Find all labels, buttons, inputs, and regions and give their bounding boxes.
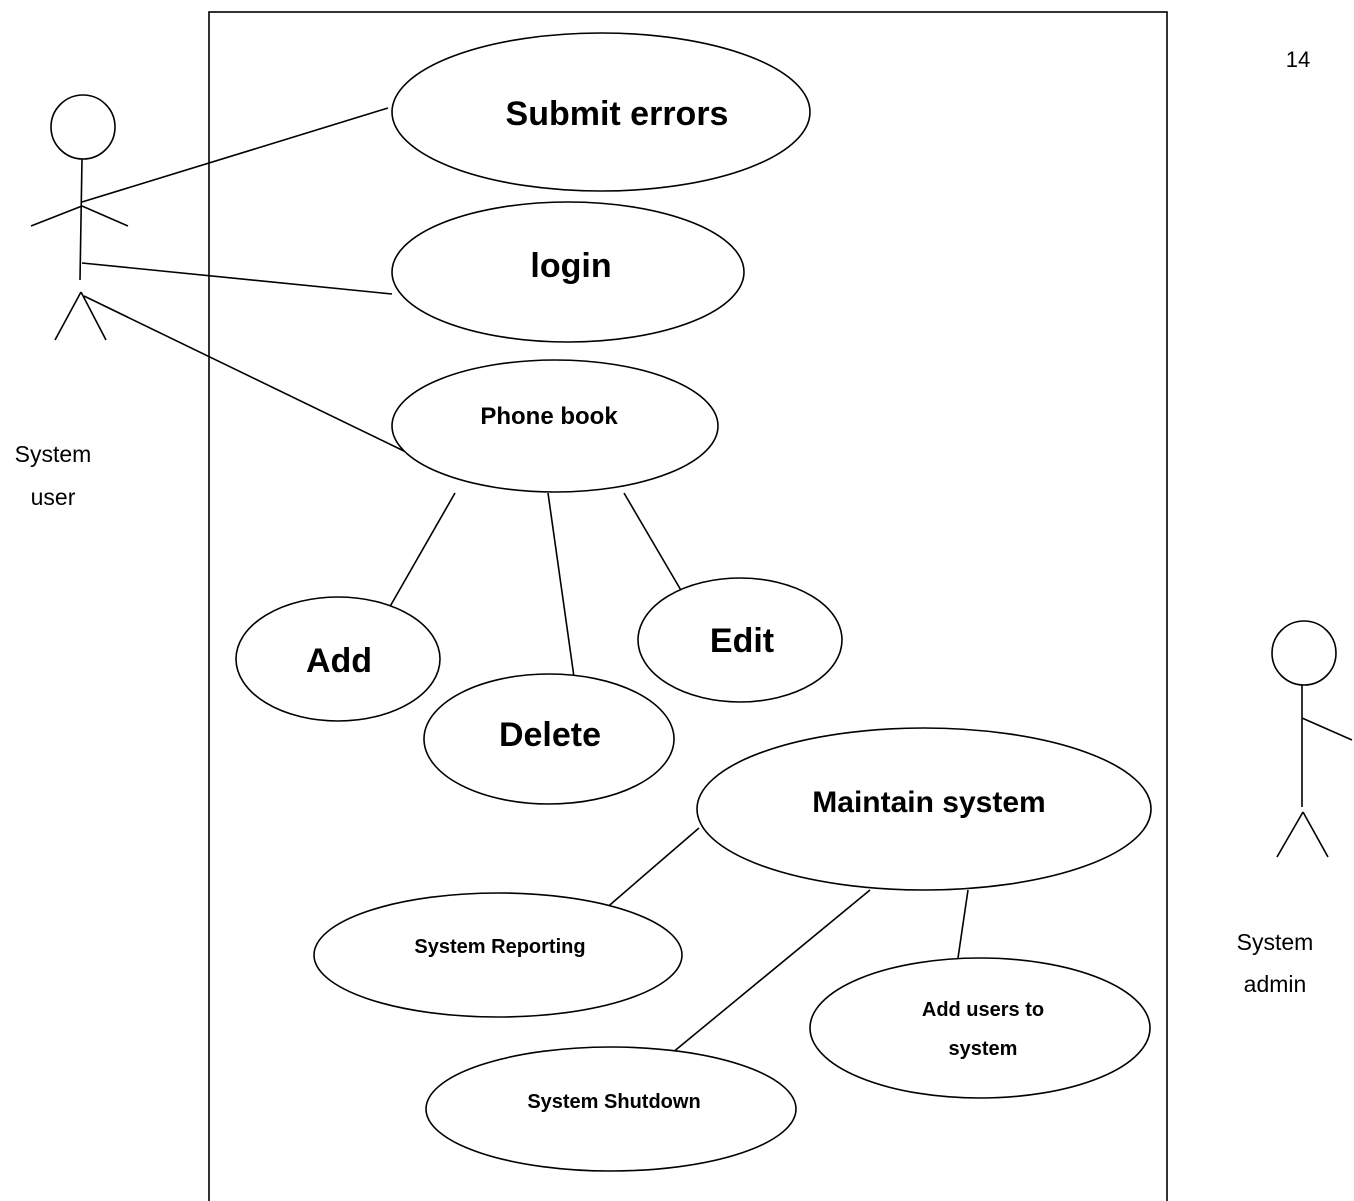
use-case-login-label: login bbox=[530, 247, 611, 285]
system-admin-label-line1: System bbox=[1237, 929, 1314, 955]
use-case-system-reporting-label: System Reporting bbox=[414, 936, 585, 958]
system-admin-label-line2: admin bbox=[1244, 971, 1307, 997]
actor-head bbox=[1271, 620, 1337, 686]
system-boundary bbox=[208, 11, 1168, 1201]
use-case-submit-errors bbox=[391, 32, 811, 192]
association-user-submit-errors bbox=[81, 107, 389, 203]
use-case-delete-label: Delete bbox=[499, 716, 601, 754]
use-case-add-label: Add bbox=[306, 642, 372, 680]
system-admin-actor bbox=[1271, 620, 1353, 858]
use-case-submit-errors-label: Submit errors bbox=[506, 95, 729, 133]
use-case-edit-label: Edit bbox=[710, 622, 774, 660]
link-phone-book-edit bbox=[623, 492, 683, 593]
link-phone-book-add bbox=[387, 492, 456, 611]
link-maintain-add-users bbox=[957, 889, 969, 959]
actor-head bbox=[50, 94, 116, 160]
use-case-add-users bbox=[809, 957, 1151, 1099]
link-maintain-shutdown bbox=[671, 889, 871, 1054]
use-case-login bbox=[391, 201, 745, 343]
actor-leg-right bbox=[1302, 811, 1329, 858]
system-user-actor bbox=[30, 94, 129, 341]
system-user-label-line2: user bbox=[31, 484, 76, 510]
use-case-phone-book bbox=[391, 359, 719, 493]
actor-arm-left bbox=[30, 205, 83, 227]
actor-leg-left bbox=[54, 291, 82, 341]
actor-body bbox=[79, 158, 83, 281]
use-case-phone-book-label: Phone book bbox=[480, 403, 618, 430]
link-phone-book-delete bbox=[547, 492, 575, 678]
association-user-phone-book bbox=[83, 295, 409, 454]
use-case-add-users-label-line2: system bbox=[949, 1038, 1018, 1060]
use-case-maintain-system bbox=[696, 727, 1152, 891]
use-case-maintain-system-label: Maintain system bbox=[812, 786, 1045, 819]
use-case-system-shutdown bbox=[425, 1046, 797, 1172]
link-maintain-reporting bbox=[603, 827, 700, 911]
use-case-edit bbox=[637, 577, 843, 703]
use-case-add bbox=[235, 596, 441, 722]
actor-leg-right bbox=[80, 291, 107, 341]
association-user-login bbox=[81, 262, 393, 295]
system-user-label-line1: System bbox=[15, 441, 92, 467]
actor-arm-right bbox=[81, 205, 129, 227]
use-case-system-reporting bbox=[313, 892, 683, 1018]
actor-leg-left bbox=[1276, 811, 1304, 858]
use-case-delete bbox=[423, 673, 675, 805]
use-case-system-shutdown-label: System Shutdown bbox=[527, 1091, 700, 1113]
page-number: 14 bbox=[1286, 47, 1310, 72]
use-case-add-users-label-line1: Add users to bbox=[922, 999, 1044, 1021]
actor-arm-right bbox=[1301, 717, 1353, 741]
